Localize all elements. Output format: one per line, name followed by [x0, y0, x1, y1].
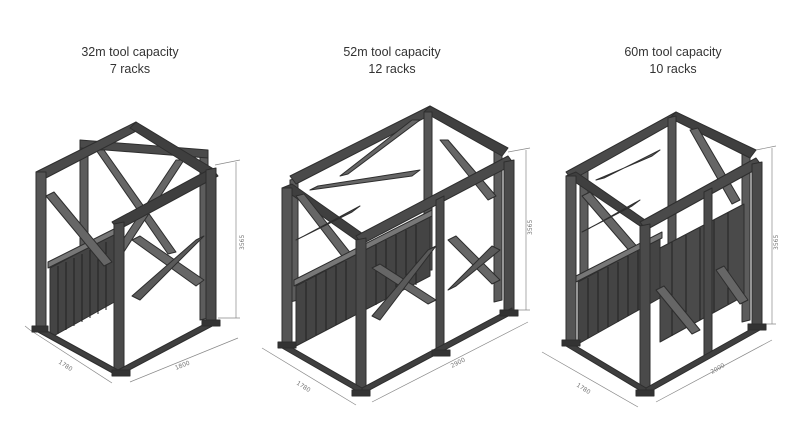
rack-count: 12 racks	[368, 62, 416, 76]
rack-count: 10 racks	[649, 62, 697, 76]
depth-dimension: 1780	[295, 380, 312, 394]
height-dimension: 3565	[527, 220, 534, 235]
rack-frame-52m: 3565 1780 2900	[261, 105, 534, 406]
length-dimension: 2900	[450, 357, 467, 370]
rack-caption-60m: 60m tool capacity 10 racks	[583, 44, 763, 78]
rack-frame-60m: 3565 1780 2000	[541, 111, 780, 408]
length-dimension: 1800	[174, 360, 191, 372]
depth-dimension: 1780	[57, 359, 74, 373]
height-dimension: 3565	[773, 235, 780, 250]
height-dimension: 3565	[239, 235, 246, 250]
rack-title: 32m tool capacity	[81, 45, 179, 59]
rack-title: 60m tool capacity	[624, 45, 722, 59]
rack-caption-32m: 32m tool capacity 7 racks	[40, 44, 220, 78]
rack-title: 52m tool capacity	[343, 45, 441, 59]
dimension-lines	[24, 159, 241, 384]
length-dimension: 2000	[710, 362, 727, 376]
rack-count: 7 racks	[109, 62, 151, 76]
rack-frame-32m: 3565 1780 1800	[24, 121, 246, 384]
rack-caption-52m: 52m tool capacity 12 racks	[302, 44, 482, 78]
depth-dimension: 1780	[575, 382, 592, 396]
dimension-lines	[261, 147, 531, 406]
